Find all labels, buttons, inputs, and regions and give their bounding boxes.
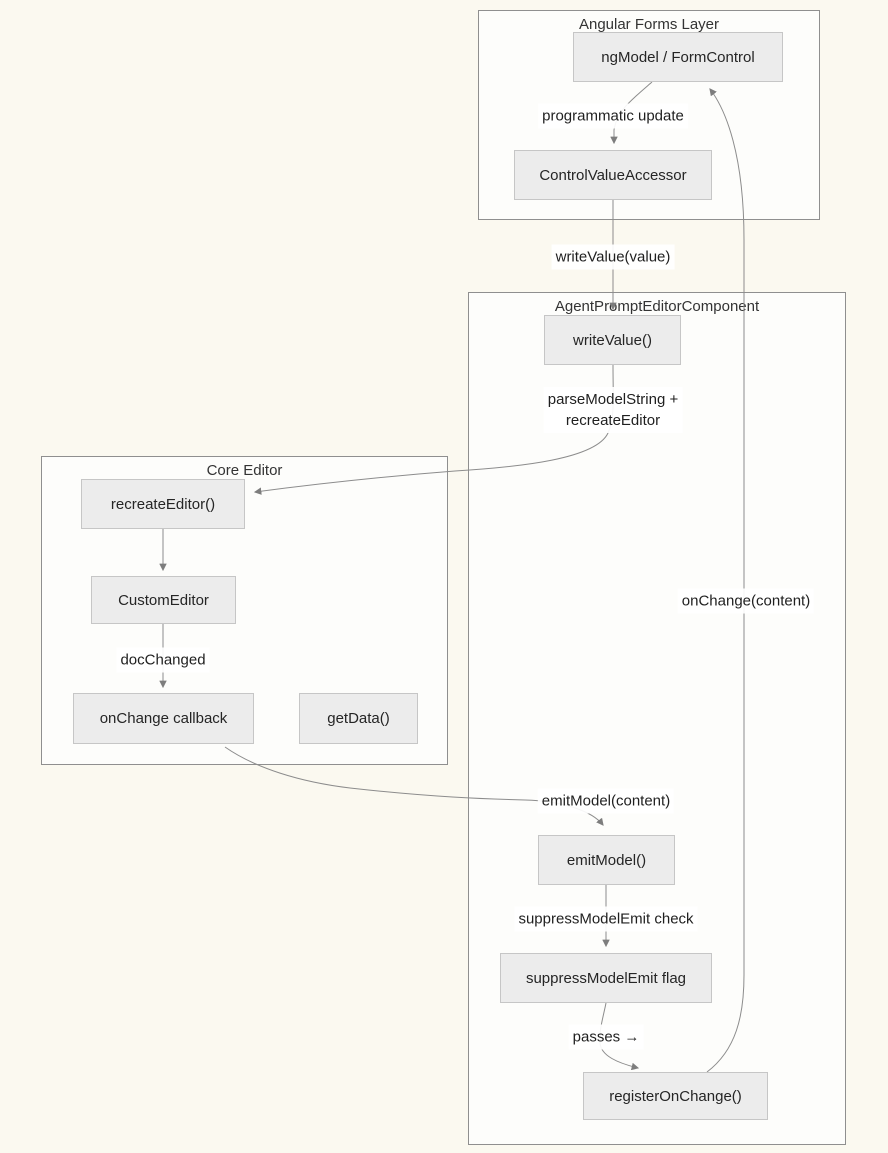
node-label: suppressModelEmit flag [525, 969, 687, 987]
node-label: recreateEditor() [110, 495, 216, 513]
edge-label-passes: passes → [568, 1024, 644, 1050]
node-label: CustomEditor [118, 591, 209, 609]
node-label: writeValue() [573, 331, 652, 349]
node-emit-model: emitModel() [538, 835, 675, 885]
edge-label-docchanged: docChanged [116, 647, 210, 673]
node-label: emitModel() [566, 851, 647, 869]
node-label: ngModel / FormControl [601, 48, 755, 66]
node-ngmodel-formcontrol: ngModel / FormControl [573, 32, 783, 82]
node-recreate-editor: recreateEditor() [81, 479, 245, 529]
node-label: onChange callback [99, 710, 228, 727]
edge-label-writevalue-value: writeValue(value) [551, 244, 675, 270]
node-custom-editor: CustomEditor [91, 576, 236, 624]
edge-label-programmatic-update: programmatic update [538, 103, 688, 129]
node-suppress-model-emit-flag: suppressModelEmit flag [500, 953, 712, 1003]
node-onchange-callback: onChange callback [73, 693, 254, 744]
node-write-value: writeValue() [544, 315, 681, 365]
edge-onchange-content [706, 88, 745, 1073]
node-label: registerOnChange() [609, 1087, 742, 1105]
node-label: getData() [327, 710, 390, 727]
node-register-onchange: registerOnChange() [583, 1072, 768, 1120]
edge-label-parse-model-recreate: parseModelString + recreateEditor [543, 387, 683, 433]
node-label: ControlValueAccessor [539, 166, 687, 184]
node-control-value-accessor: ControlValueAccessor [514, 150, 712, 200]
edge-label-emitmodel-content: emitModel(content) [537, 788, 675, 814]
edge-label-onchange-content: onChange(content) [677, 588, 815, 614]
node-get-data: getData() [299, 693, 418, 744]
edge-label-suppress-check: suppressModelEmit check [514, 906, 698, 932]
